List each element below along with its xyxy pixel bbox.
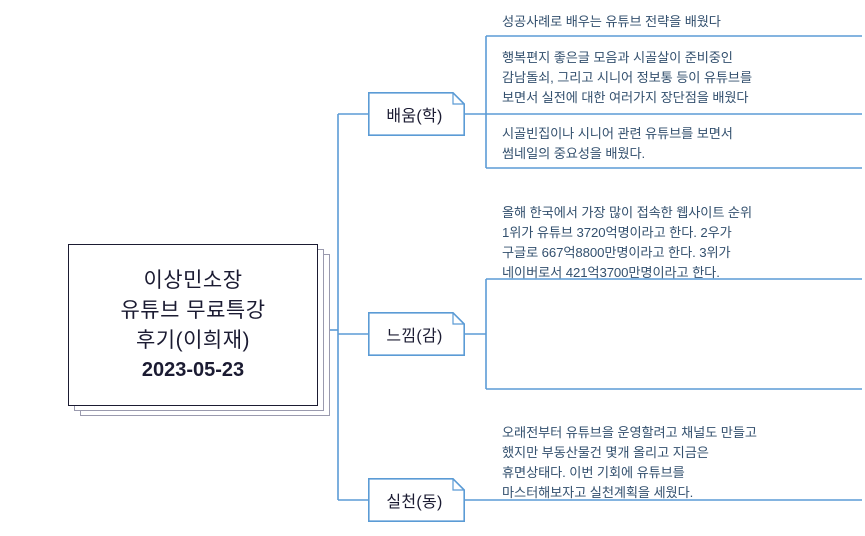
leaf-node-learn-1[interactable]: 성공사례로 배우는 유튜브 전략을 배웠다	[502, 14, 721, 29]
root-node-box[interactable]: 이상민소장 유튜브 무료특강 후기(이희재) 2023-05-23	[68, 244, 318, 406]
leaf-node-learn-2[interactable]: 행복편지 좋은글 모음과 시골살이 준비중인 감남돌쇠, 그리고 시니어 정보통…	[502, 50, 752, 106]
branch-node-act[interactable]: 실천(동)	[368, 478, 465, 522]
folded-corner-shape	[368, 478, 465, 522]
root-date: 2023-05-23	[141, 358, 245, 381]
folded-corner-shape	[368, 92, 465, 136]
branch-label-learn: 배움(학)	[386, 108, 443, 125]
root-title-line-3: 후기(이희재)	[135, 328, 251, 352]
leaf-node-feel-1[interactable]: 올해 한국에서 가장 많이 접속한 웹사이트 순위 1위가 유튜브 3720억명…	[502, 205, 752, 281]
root-title-line-2: 유튜브 무료특강	[120, 298, 266, 322]
branch-node-feel[interactable]: 느낌(감)	[368, 312, 465, 356]
root-title-line-1: 이상민소장	[143, 269, 243, 293]
leaf-node-learn-3[interactable]: 시골빈집이나 시니어 관련 유튜브를 보면서 썸네일의 중요성을 배웠다.	[502, 126, 733, 162]
branch-node-learn[interactable]: 배움(학)	[368, 92, 465, 136]
branch-label-act: 실천(동)	[386, 494, 443, 511]
branch-label-feel: 느낌(감)	[386, 328, 443, 345]
leaf-node-act-1[interactable]: 오래전부터 유튜브을 운영할려고 채널도 만들고 했지만 부동산물건 몇개 올리…	[502, 425, 757, 501]
folded-corner-shape	[368, 312, 465, 356]
root-node[interactable]: 이상민소장 유튜브 무료특강 후기(이희재) 2023-05-23	[68, 244, 330, 416]
